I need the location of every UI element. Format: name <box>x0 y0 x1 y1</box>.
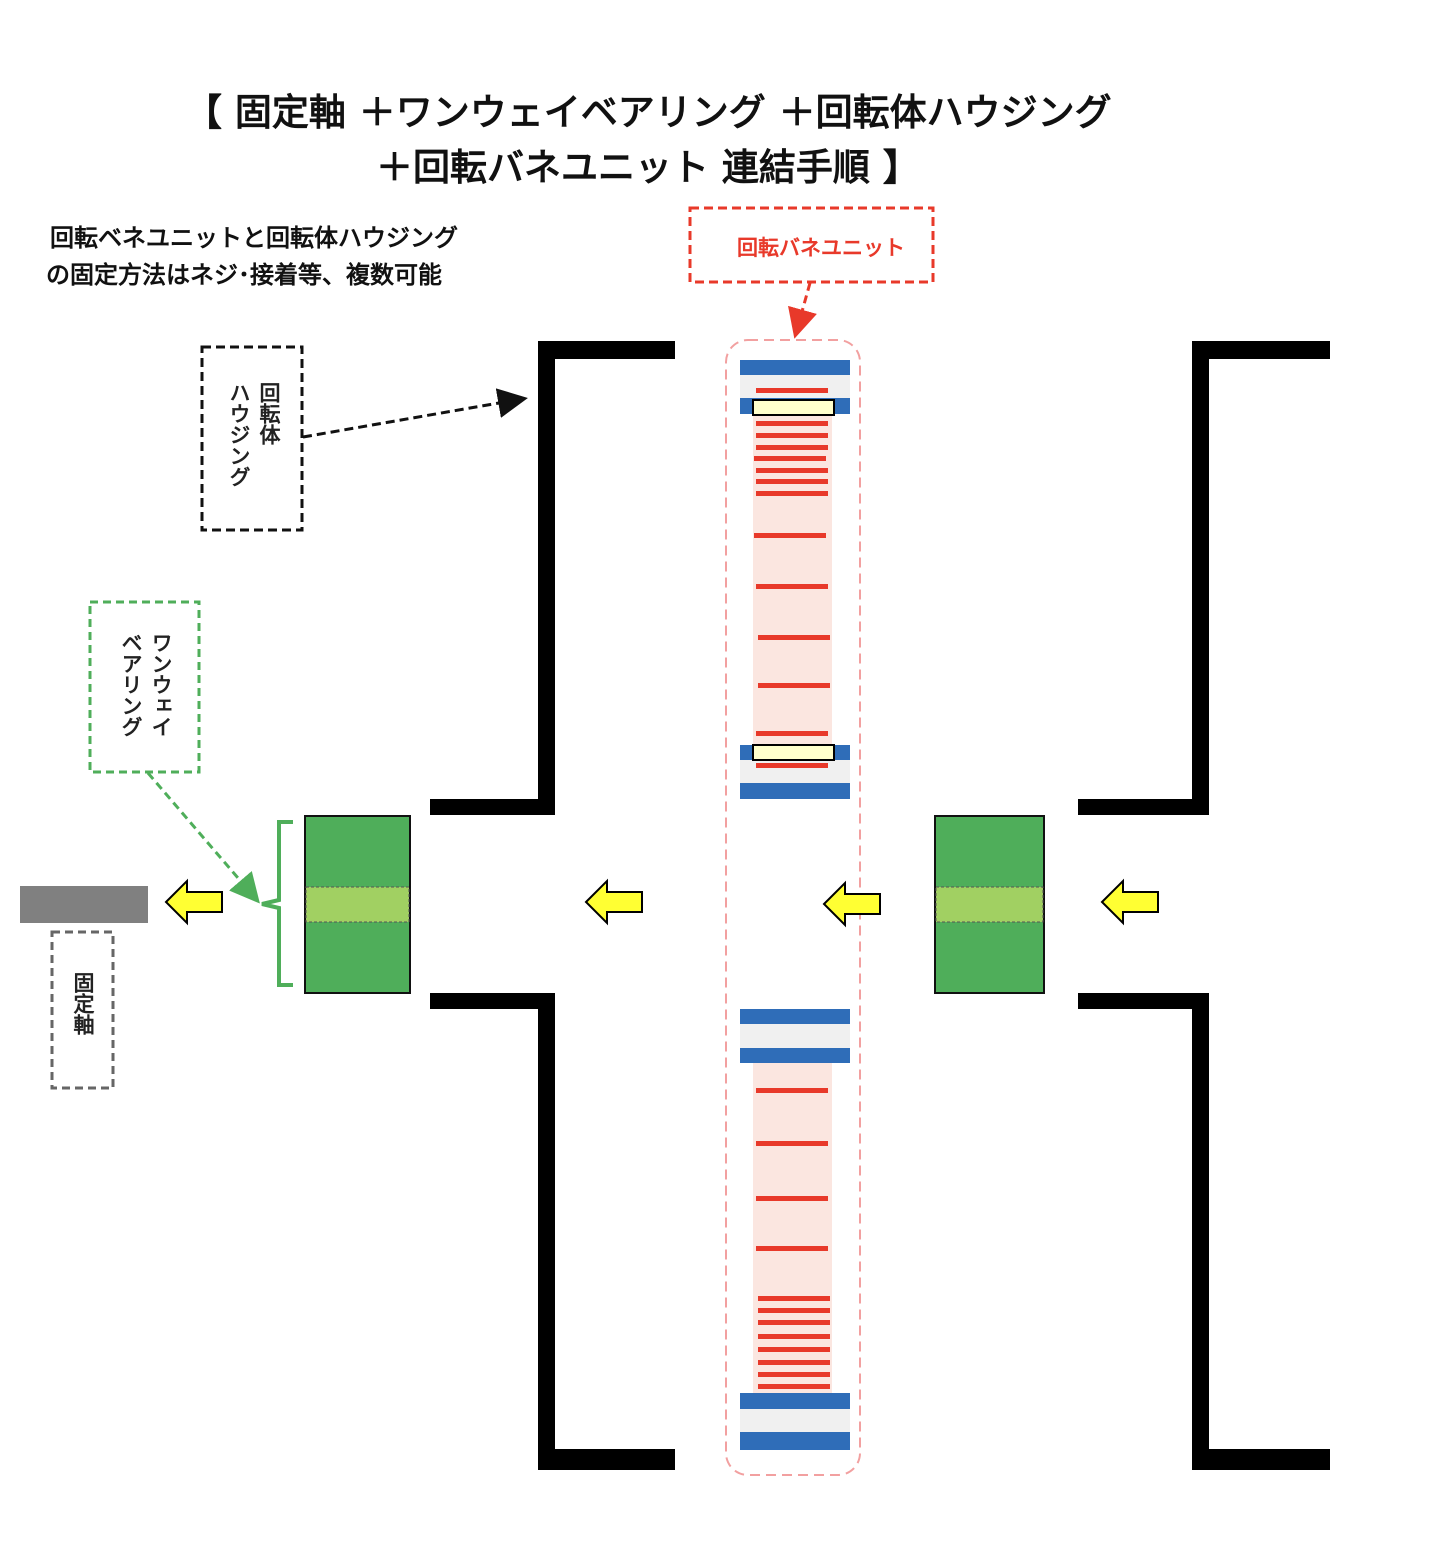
spring-unit-top <box>740 360 850 799</box>
shaft-label: 固定軸 <box>71 972 95 1035</box>
assembly-arrow-3 <box>822 880 881 928</box>
note-line2: の固定方法はネジ･接着等、複数可能 <box>46 261 442 289</box>
housing-label-box <box>200 345 304 532</box>
shaft-label-box <box>50 930 115 1090</box>
assembly-arrow-4 <box>1100 878 1159 926</box>
spring-unit-pointer-arrow <box>788 282 817 339</box>
spring-clip-bottom <box>752 744 835 761</box>
bearing-label-col1: ワンウェイ <box>149 632 173 737</box>
housing-label-col1: 回転体 <box>257 382 281 445</box>
one-way-bearing-right <box>934 815 1045 994</box>
housing-pointer-arrow <box>302 388 528 439</box>
housing-label-col2: ハウジング <box>227 382 251 487</box>
housing-right <box>1078 341 1330 1470</box>
page-title-line1: 【 固定軸 ＋ワンウェイベアリング ＋回転体ハウジング <box>185 91 1112 134</box>
bearing-pointer-arrow <box>146 772 260 904</box>
assembly-arrow-2 <box>584 878 643 926</box>
fixed-shaft <box>20 886 148 923</box>
note-line1: 回転ベネユニットと回転体ハウジング <box>50 224 458 252</box>
spring-unit-label-box <box>688 206 935 284</box>
spring-clip-top <box>752 399 835 416</box>
assembly-arrow-1 <box>164 878 223 926</box>
spring-unit-bottom <box>740 1009 850 1450</box>
bearing-bracket <box>261 820 293 987</box>
one-way-bearing-left <box>304 815 411 994</box>
bearing-label-box <box>88 600 201 774</box>
housing-left <box>430 341 675 1470</box>
spring-unit-label: 回転バネユニット <box>737 236 905 260</box>
page-title-line2: ＋回転バネユニット 連結手順 】 <box>376 146 920 189</box>
bearing-label-col2: ベアリング <box>119 632 143 737</box>
